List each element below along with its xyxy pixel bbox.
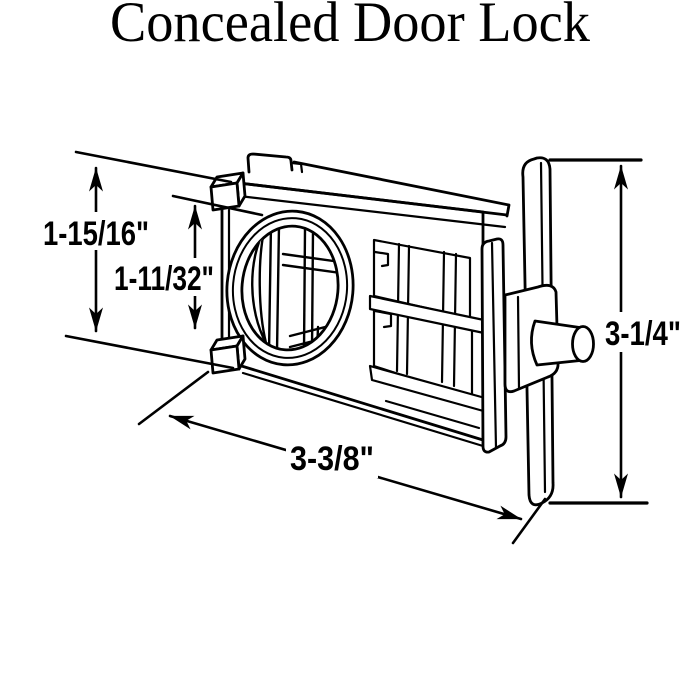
cage-back-wall xyxy=(480,237,508,454)
cylinder-ring xyxy=(225,209,355,367)
cage-notch xyxy=(373,309,393,329)
cage-notch xyxy=(373,250,390,268)
knob xyxy=(530,319,595,367)
extension-line-inner-top xyxy=(171,194,264,217)
clip-fold-line xyxy=(516,295,521,391)
dimension-label-right: 3-1/4" xyxy=(605,315,681,353)
extension-line-width-right xyxy=(511,497,547,545)
back-wall-edge xyxy=(490,241,498,450)
dimension-label-left-inner: 1-11/32" xyxy=(114,260,214,298)
mounting-tab-top xyxy=(246,152,304,174)
plate-top-back-edge xyxy=(292,160,511,218)
page-title: Concealed Door Lock xyxy=(110,0,590,54)
knob-end-cap xyxy=(571,325,595,363)
dimension-label-left-outer: 1-15/16" xyxy=(43,215,149,253)
tab-step xyxy=(290,161,304,174)
plate-top-edge xyxy=(220,179,509,217)
ring-rim xyxy=(231,217,349,359)
plate-top-rim xyxy=(220,192,507,229)
extension-line-bottom-left xyxy=(64,334,235,370)
ring-bore xyxy=(240,224,340,352)
latch-cage xyxy=(368,238,489,430)
dimension-label-bottom: 3-3/8" xyxy=(290,440,374,478)
extension-line-width-left xyxy=(137,370,210,426)
extension-line-top-left xyxy=(74,150,233,184)
dimension-annotations: 1-15/16" 1-11/32" 3-1/4" 3-3/8" xyxy=(40,150,686,545)
ring-latch-detail xyxy=(251,222,343,354)
